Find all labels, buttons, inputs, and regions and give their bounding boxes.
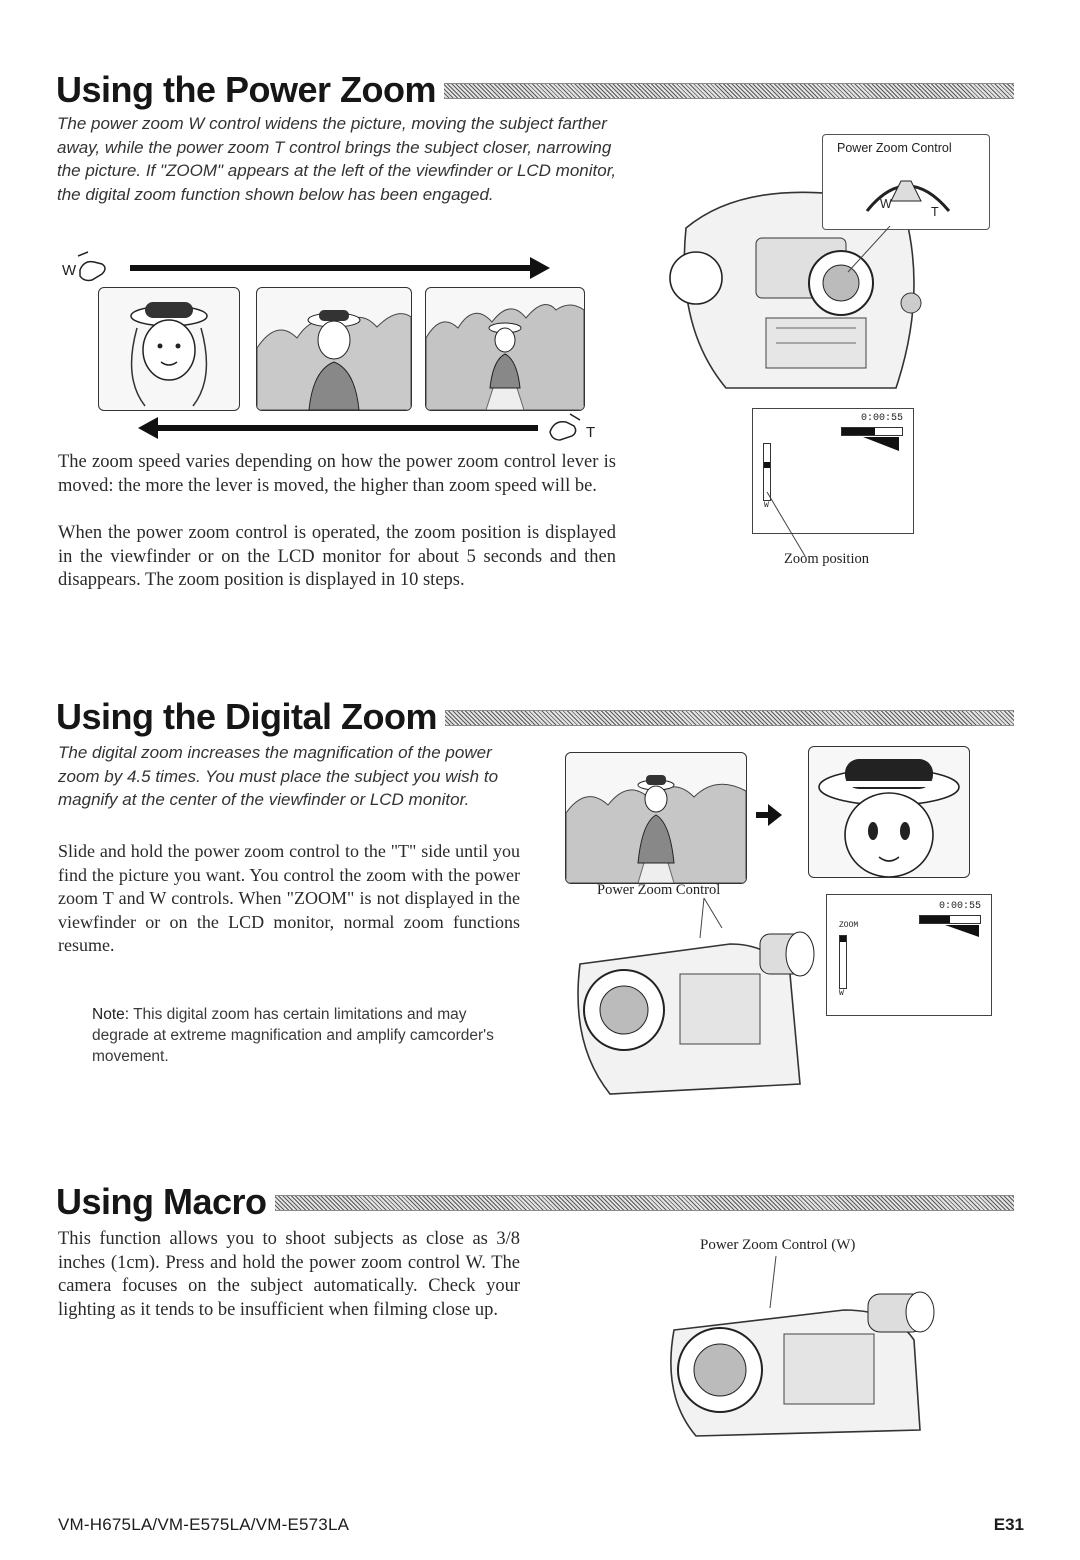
power-zoom-title: Using the Power Zoom: [56, 69, 437, 110]
viewfinder-zoom-indicator: ZOOM: [839, 921, 859, 930]
digital-zoom-viewfinder: 0:00:55 ZOOM W: [826, 894, 992, 1016]
digital-zoom-note: Note: This digital zoom has certain limi…: [92, 1004, 498, 1067]
macro-body: This function allows you to shoot subjec…: [58, 1229, 520, 1320]
callout-leader-line: [699, 898, 723, 939]
callout-t-label: T: [931, 205, 939, 219]
camcorder-macro-illustration: [654, 1290, 944, 1440]
battery-gauge: [841, 427, 903, 436]
macro-title: Using Macro: [56, 1181, 267, 1222]
viewfinder-w: W: [839, 989, 844, 998]
callout-leader-line: [847, 226, 891, 273]
power-zoom-control-label: Power Zoom Control: [837, 141, 952, 155]
page-number: E31: [993, 1515, 1024, 1534]
zoom-position-label: Zoom position: [784, 551, 869, 567]
zoom-lever-icon: [865, 180, 951, 212]
digital-zoom-heading: Using the Digital Zoom: [56, 685, 1014, 735]
hand-pointer-icon: [138, 413, 581, 441]
t-label: T: [586, 424, 596, 441]
arrow-right-icon: [756, 804, 782, 826]
battery-gauge: [919, 915, 981, 924]
zoom-frame-close: [98, 287, 240, 411]
zoom-tele-arrow: T: [138, 408, 608, 448]
power-zoom-body-2: When the power zoom control is operated,…: [58, 523, 616, 590]
digital-zoom-after-frame: [808, 746, 970, 878]
power-zoom-control-callout: Power Zoom Control W T: [822, 134, 990, 230]
digital-zoom-body: Slide and hold the power zoom control to…: [58, 841, 520, 955]
zoom-position-bar: [763, 443, 771, 501]
power-zoom-heading: Using the Power Zoom: [56, 58, 1014, 108]
digital-zoom-intro: The digital zoom increases the magnifica…: [58, 743, 499, 809]
digital-zoom-control-label: Power Zoom Control: [597, 882, 721, 898]
note-label: Note:: [92, 1006, 130, 1023]
camcorder-illustration: [666, 168, 936, 398]
w-label: W: [62, 262, 77, 279]
model-number: VM-H675LA/VM-E575LA/VM-E573LA: [58, 1515, 350, 1534]
callout-w-label: W: [880, 197, 892, 211]
camcorder-front-illustration: [560, 924, 820, 1104]
digital-zoom-before-frame: [565, 752, 747, 884]
heading-rule: [445, 710, 1014, 726]
note-text: This digital zoom has certain limitation…: [92, 1006, 494, 1065]
zoom-frame-mid: [256, 287, 412, 411]
zoom-position-bar: [839, 935, 847, 989]
power-zoom-body-1: The zoom speed varies depending on how t…: [58, 452, 616, 496]
macro-heading: Using Macro: [56, 1170, 1014, 1220]
viewfinder-time: 0:00:55: [860, 413, 903, 424]
tape-arrow-icon: [863, 437, 899, 451]
zoom-frame-wide: [425, 287, 585, 411]
viewfinder-w: W: [764, 501, 769, 510]
viewfinder-time: 0:00:55: [938, 901, 981, 912]
macro-control-label: Power Zoom Control (W): [700, 1237, 856, 1253]
heading-rule: [444, 83, 1014, 99]
hand-pointer-icon: [77, 251, 550, 282]
digital-zoom-title: Using the Digital Zoom: [56, 696, 438, 737]
callout-leader-line: [769, 1256, 777, 1309]
tape-arrow-icon: [945, 925, 979, 937]
power-zoom-intro: The power zoom W control widens the pict…: [57, 114, 617, 204]
zoom-position-leader: [766, 492, 806, 557]
zoom-wide-arrow: W: [56, 248, 596, 288]
heading-rule: [274, 1195, 1014, 1211]
